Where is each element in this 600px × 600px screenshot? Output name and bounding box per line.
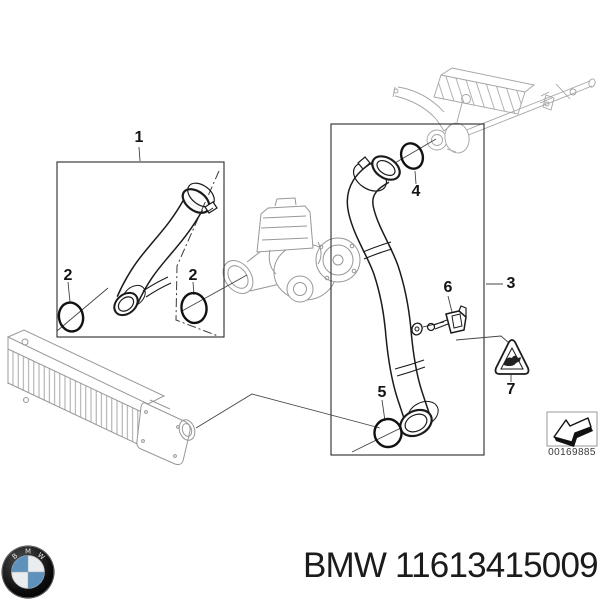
direction-arrow-box — [546, 411, 598, 447]
callout-3: 3 — [506, 275, 516, 292]
intake-manifold-drawing — [392, 67, 596, 154]
part-number: BMW 11613415009 — [303, 546, 599, 585]
logo-letter-w: W — [36, 551, 47, 562]
direction-arrow-icon — [553, 417, 592, 443]
turbocharger-drawing — [222, 197, 361, 303]
o-ring-5 — [373, 417, 403, 449]
callout-1: 1 — [134, 129, 144, 146]
bmw-logo: B M W — [1, 545, 55, 599]
exploded-parts-drawing — [6, 67, 598, 466]
drawing-number: 00169885 — [548, 447, 596, 458]
callout-2-right: 2 — [188, 267, 198, 284]
callout-4: 4 — [411, 183, 421, 200]
intercooler-drawing — [6, 329, 196, 466]
kit-box-3 — [330, 123, 485, 456]
logo-quadrant-bottom-right — [28, 572, 45, 589]
boost-pressure-sensor — [422, 305, 467, 334]
logo-quadrant-top-left — [11, 555, 28, 572]
logo-letter-b: B — [10, 552, 19, 561]
o-ring-2-left — [57, 301, 85, 333]
callout-6: 6 — [443, 279, 453, 296]
o-ring-4 — [399, 142, 425, 170]
hose-clamp-1 — [181, 182, 218, 214]
charge-air-hose-1 — [113, 182, 218, 317]
logo-letter-m: M — [25, 548, 31, 556]
o-ring-2-right — [180, 291, 208, 325]
callout-5: 5 — [377, 384, 387, 401]
callout-7: 7 — [506, 381, 516, 398]
hose-3-top-flange — [352, 155, 401, 192]
charge-air-hose-3 — [346, 155, 439, 438]
callout-2-left: 2 — [63, 267, 73, 284]
arrow-shadow — [554, 427, 593, 447]
warning-triangle-icon — [494, 339, 530, 375]
hose-3-bottom-flange — [399, 400, 439, 438]
sensor-boss — [411, 322, 423, 336]
